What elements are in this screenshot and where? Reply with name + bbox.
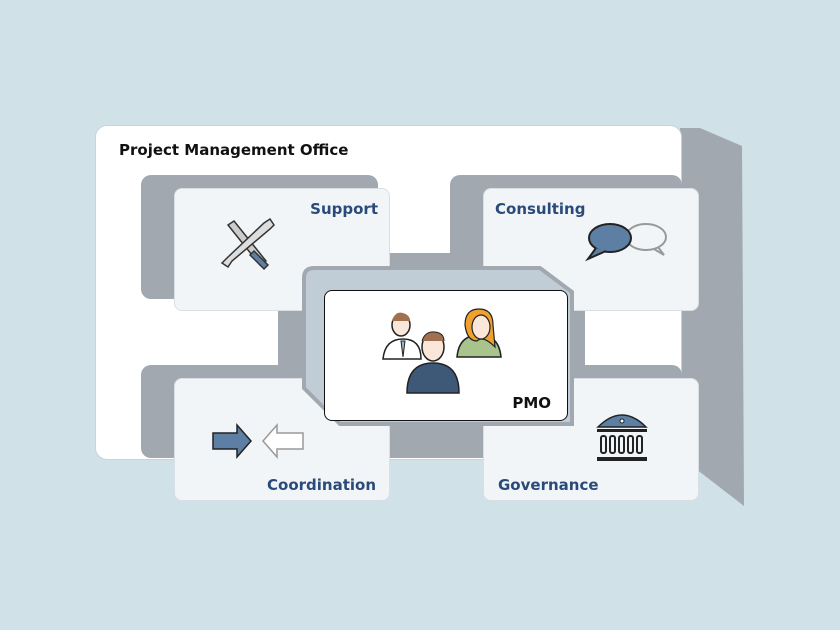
tools-icon xyxy=(220,217,275,271)
people-group-icon xyxy=(382,308,502,394)
institution-icon xyxy=(596,414,648,461)
support-label: Support xyxy=(310,200,378,218)
pmo-label: PMO xyxy=(512,394,551,412)
governance-label: Governance xyxy=(498,476,599,494)
coordination-card: Coordination xyxy=(174,378,390,501)
diagram-title: Project Management Office xyxy=(119,141,349,159)
pmo-card: PMO xyxy=(324,290,568,421)
speech-bubbles-icon xyxy=(584,223,667,262)
consulting-label: Consulting xyxy=(495,200,586,218)
coordination-label: Coordination xyxy=(267,476,376,494)
arrows-icon xyxy=(212,423,304,459)
